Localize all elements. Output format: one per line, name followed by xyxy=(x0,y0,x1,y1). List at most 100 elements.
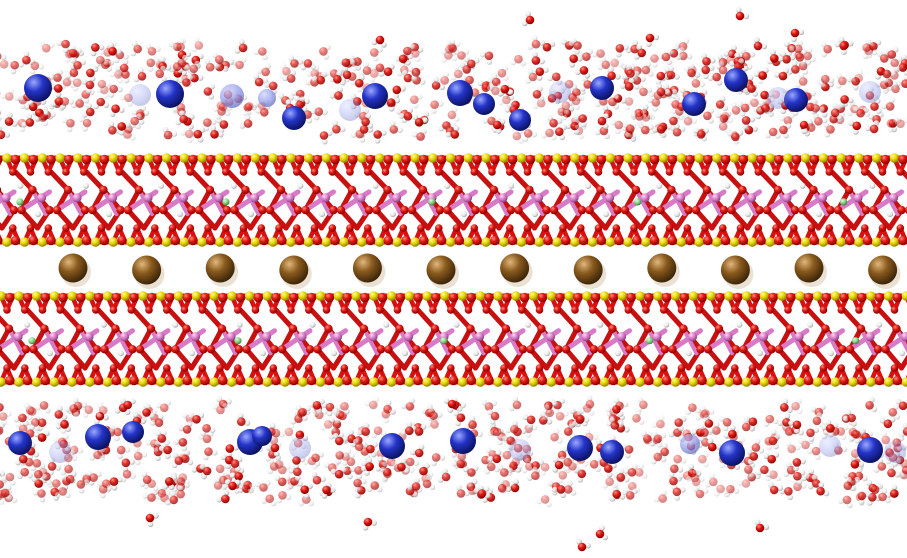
oxygen-atom xyxy=(840,95,849,104)
hydrogen-atom xyxy=(117,77,123,84)
hydrogen-atom xyxy=(90,50,97,57)
water-molecule xyxy=(609,489,626,502)
water-molecule xyxy=(741,116,756,130)
hydrogen-atom xyxy=(435,77,442,84)
oxygen-atom xyxy=(287,364,295,372)
hydrogen-atom xyxy=(573,114,580,121)
hydrogen-atom xyxy=(487,456,494,462)
oxygen-atom xyxy=(222,224,230,232)
oxygen-atom xyxy=(456,489,466,498)
silicon-atom xyxy=(173,291,184,301)
oxygen-atom xyxy=(397,462,406,472)
oxygen-atom xyxy=(260,108,269,117)
oxygen-atom xyxy=(744,465,753,474)
hydrogen-atom xyxy=(39,462,46,469)
oxygen-atom xyxy=(64,464,73,474)
hydrogen-atom xyxy=(253,100,260,107)
oxygen-atom xyxy=(679,375,690,386)
oxygen-atom xyxy=(786,292,796,303)
oxygen-atom xyxy=(290,59,299,68)
water-molecule xyxy=(723,425,737,439)
silicon-atom xyxy=(818,237,829,247)
cation-sphere xyxy=(473,93,495,115)
water-molecule xyxy=(412,114,428,127)
cation-sphere xyxy=(156,80,184,108)
oxygen-atom xyxy=(614,120,624,130)
oxygen-atom xyxy=(537,324,546,333)
oxygen-atom xyxy=(313,345,322,354)
oxygen-atom xyxy=(649,154,660,165)
hydrogen-atom xyxy=(641,108,647,115)
silicon-atom xyxy=(511,291,521,301)
water-molecule xyxy=(397,458,410,474)
water-molecule xyxy=(497,65,509,81)
water-molecule xyxy=(795,72,808,88)
oxygen-atom xyxy=(532,90,542,99)
oxygen-atom xyxy=(310,69,320,78)
oxygen-atom xyxy=(713,306,721,314)
hydrogen-atom xyxy=(685,476,692,482)
silicon-atom xyxy=(481,237,491,247)
hydrogen-atom xyxy=(766,444,772,451)
oxygen-atom xyxy=(401,235,411,246)
hydrogen-atom xyxy=(839,102,845,108)
hydrogen-atom xyxy=(678,473,684,480)
oxygen-atom xyxy=(26,224,35,232)
water-molecule xyxy=(33,113,49,127)
oxygen-atom xyxy=(81,235,92,246)
oxygen-atom xyxy=(535,364,544,372)
hydrogen-atom xyxy=(83,97,90,104)
oxygen-atom xyxy=(890,364,899,372)
oxygen-atom xyxy=(890,306,899,314)
oxygen-atom xyxy=(596,235,607,246)
oxygen-atom xyxy=(75,99,84,108)
oxygen-atom xyxy=(360,292,370,303)
water-molecule xyxy=(620,77,635,91)
oxygen-atom xyxy=(502,292,512,303)
water-molecule xyxy=(638,122,654,135)
hydrogen-atom xyxy=(103,59,110,65)
oxygen-atom xyxy=(261,67,271,77)
oxygen-atom xyxy=(38,364,47,372)
silicon-atom xyxy=(357,237,367,247)
water-molecule xyxy=(807,474,821,490)
water-molecule xyxy=(311,71,327,85)
water-molecule xyxy=(753,36,768,51)
oxygen-atom xyxy=(874,375,885,386)
water-molecule xyxy=(777,413,791,427)
oxygen-atom xyxy=(69,68,79,78)
water-molecule xyxy=(785,440,801,454)
oxygen-atom xyxy=(416,132,425,141)
silicon-atom xyxy=(747,237,758,247)
oxygen-atom xyxy=(257,224,266,232)
silicon-atom xyxy=(741,291,752,301)
oxygen-atom xyxy=(856,324,866,333)
oxygen-atom xyxy=(616,473,626,482)
hydrogen-atom xyxy=(651,61,658,68)
oxygen-atom xyxy=(364,205,374,215)
oxygen-atom xyxy=(525,235,536,246)
aluminum-atom xyxy=(84,332,94,342)
water-molecule xyxy=(580,76,592,92)
oxygen-atom xyxy=(790,28,800,38)
water-molecule xyxy=(555,468,568,484)
oxygen-atom xyxy=(270,462,279,471)
hydrogen-atom xyxy=(282,75,288,82)
water-molecule xyxy=(622,488,638,500)
oxygen-atom xyxy=(115,224,124,232)
oxygen-atom xyxy=(312,185,321,195)
oxygen-atom xyxy=(301,205,310,215)
oxygen-atom xyxy=(650,54,659,63)
water-molecule xyxy=(573,114,587,128)
hydrogen-atom xyxy=(692,468,699,475)
oxygen-atom xyxy=(691,205,701,215)
aluminum-atom xyxy=(178,193,189,203)
oxygen-atom xyxy=(492,427,502,437)
silicon-atom xyxy=(445,153,456,163)
water-molecule xyxy=(883,46,899,59)
oxygen-atom xyxy=(168,168,177,176)
oxygen-atom xyxy=(84,405,94,415)
oxygen-atom xyxy=(660,306,668,314)
oxygen-atom xyxy=(747,84,756,93)
hydrogen-atom xyxy=(77,447,84,454)
